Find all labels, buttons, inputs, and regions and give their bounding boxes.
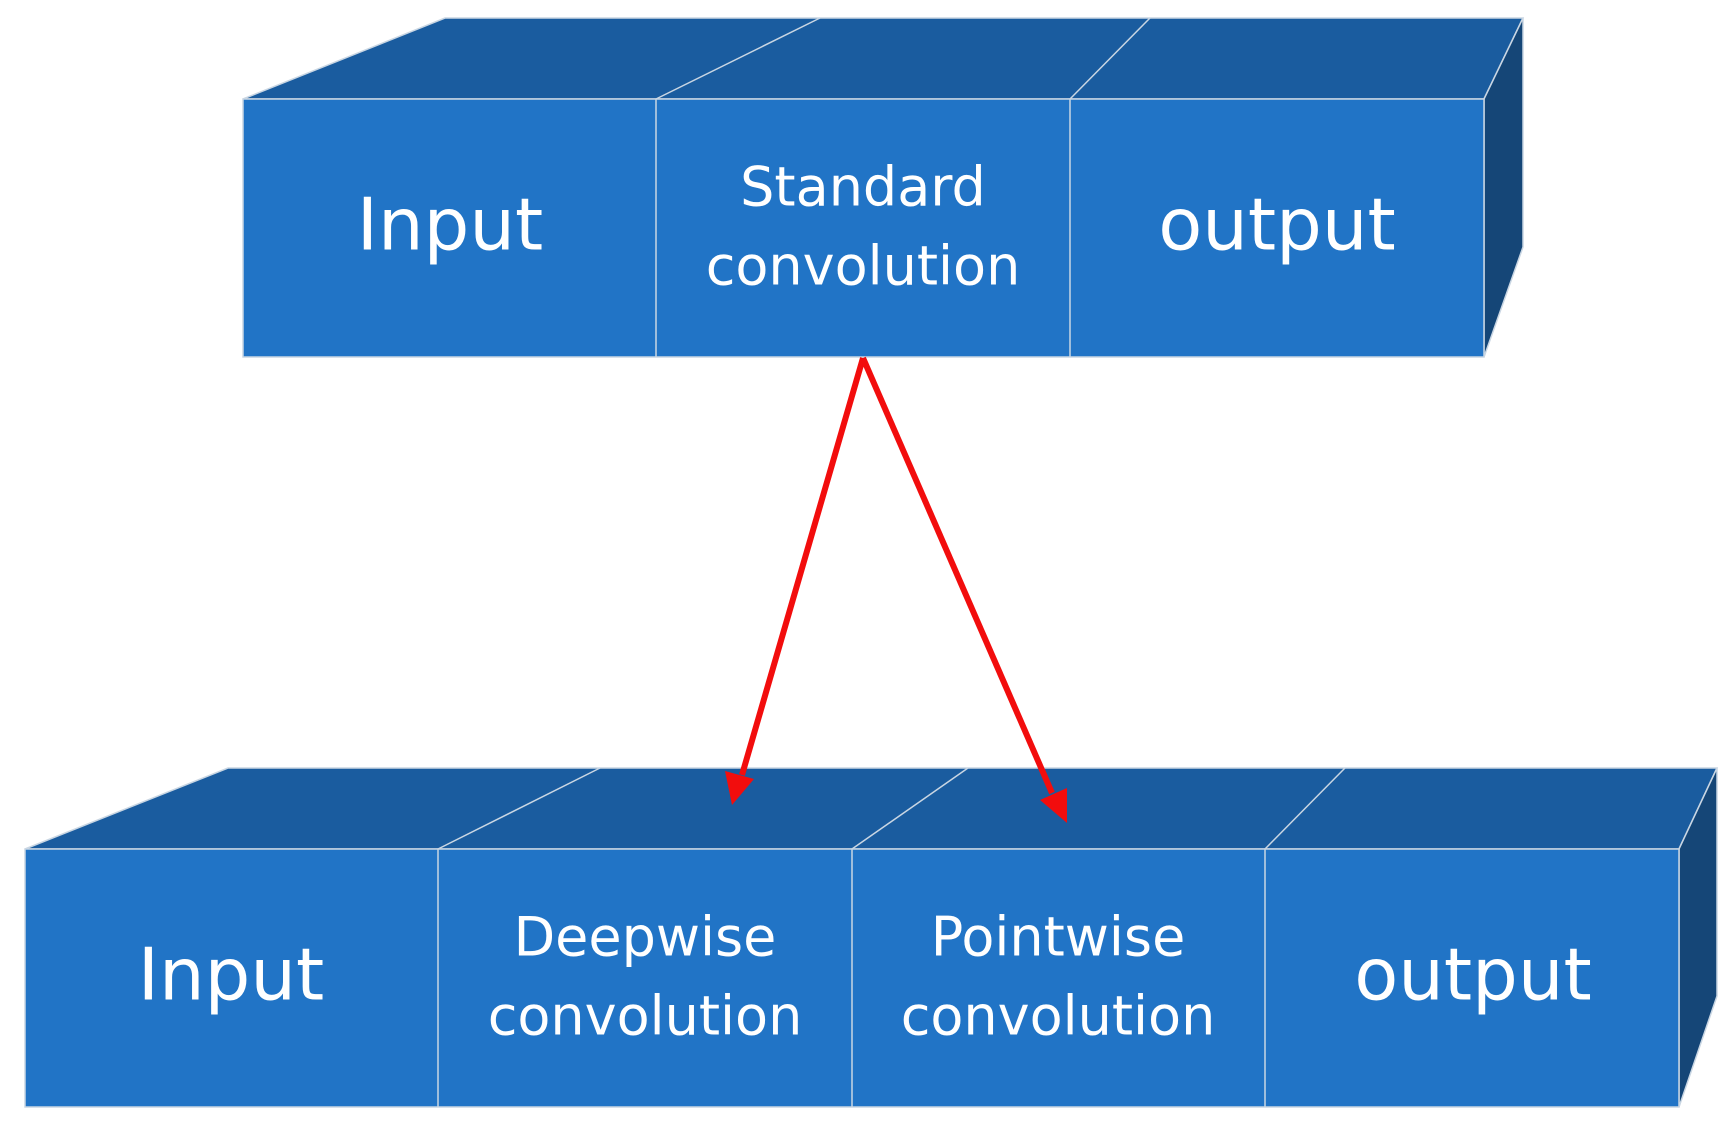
bottom-output-label: output [1354, 933, 1591, 1017]
arrow-to-pointwise-head [1040, 788, 1067, 823]
top-block-top-edge-2 [1069, 17, 1151, 100]
bottom-deepwise-label: Deepwise [514, 906, 777, 969]
top-standard-label: Standard [740, 156, 986, 219]
arrow-to-deepwise-line [739, 357, 866, 776]
arrow-to-pointwise-line [860, 356, 1055, 795]
top-output-label: output [1158, 183, 1395, 267]
top-block-top-face [242, 17, 1525, 100]
bottom-pointwise-label: Pointwise [931, 906, 1186, 969]
bottom-block-top-edge-3 [1264, 767, 1346, 850]
bottom-block-top-edge-1 [437, 767, 601, 850]
top-input-label: Input [357, 183, 543, 267]
bottom-pointwise-convolution-label: convolution [901, 985, 1216, 1048]
bottom-block: Input Deepwise convolution Pointwise con… [24, 767, 1719, 1108]
top-block: Input Standard convolution output [242, 17, 1525, 358]
bottom-block-top-face [24, 767, 1719, 850]
arrow-to-deepwise-head [725, 771, 754, 805]
bottom-block-top-edge-2 [851, 767, 969, 850]
bottom-deepwise-convolution-label: convolution [488, 985, 803, 1048]
bottom-input-label: Input [138, 933, 324, 1017]
top-convolution-label: convolution [706, 235, 1021, 298]
decomposition-arrows [725, 356, 1067, 823]
top-block-top-edge-1 [655, 17, 821, 100]
